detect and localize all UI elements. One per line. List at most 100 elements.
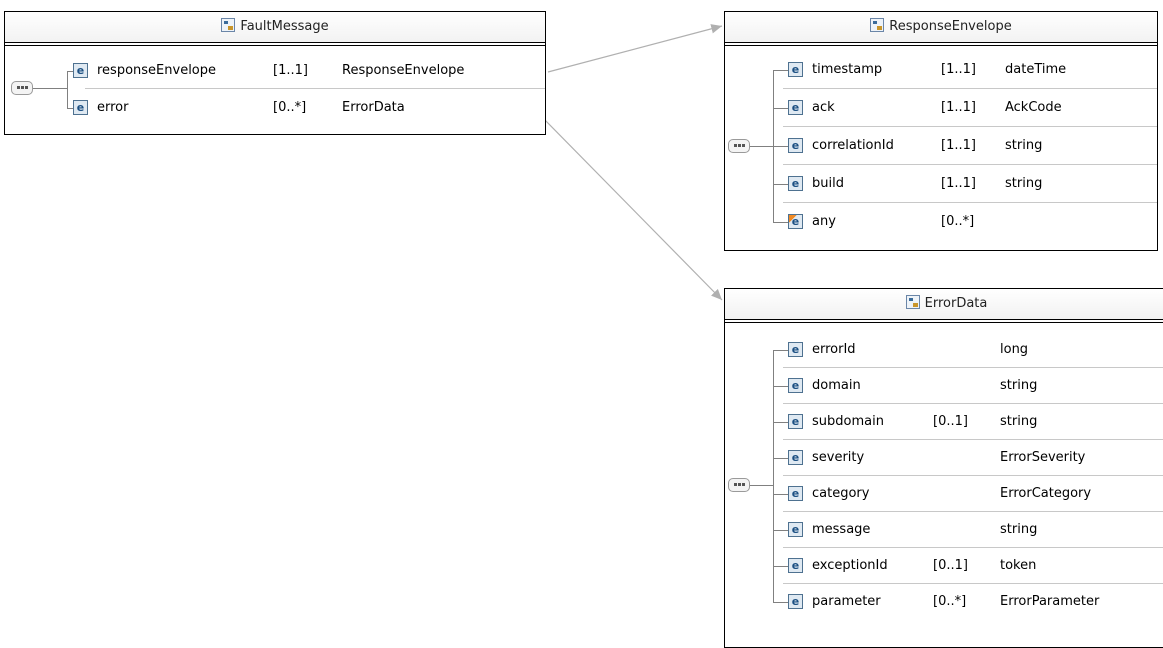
element-cardinality: [0..*]	[941, 214, 975, 229]
element-icon: e	[788, 450, 803, 465]
element-type: ErrorCategory	[1000, 486, 1092, 501]
sequence-connector	[750, 146, 773, 147]
element-type: string	[1005, 138, 1043, 153]
element-icon: e	[73, 63, 88, 78]
element-icon: e	[788, 414, 803, 429]
sequence-compositor-icon	[728, 478, 750, 492]
element-icon: e	[73, 100, 88, 115]
row-separator	[783, 367, 1163, 368]
element-name: parameter	[812, 594, 881, 609]
element-row-subdomain[interactable]: e subdomain [0..1] string	[725, 404, 1163, 440]
tree-trunk	[67, 70, 68, 108]
element-icon: e	[788, 62, 803, 77]
responseenvelope-header: ResponseEnvelope	[725, 12, 1157, 46]
element-type: AckCode	[1005, 100, 1062, 115]
row-separator	[783, 88, 1157, 89]
row-separator	[783, 511, 1163, 512]
element-type: long	[1000, 342, 1029, 357]
element-cardinality: [0..1]	[933, 414, 968, 429]
faultmessage-header: FaultMessage	[5, 12, 545, 46]
sequence-compositor-icon	[11, 81, 33, 95]
complex-type-icon	[221, 18, 236, 32]
element-name: exceptionId	[812, 558, 888, 573]
element-name: ack	[812, 100, 835, 115]
row-separator	[783, 439, 1163, 440]
element-name: domain	[812, 378, 861, 393]
sequence-connector	[750, 485, 773, 486]
tree-branch	[67, 71, 73, 72]
element-type: string	[1000, 378, 1038, 393]
faultmessage-title: FaultMessage	[240, 19, 329, 34]
element-icon: e	[788, 138, 803, 153]
tree-branch	[67, 108, 73, 109]
element-name: responseEnvelope	[97, 63, 217, 78]
element-cardinality: [0..*]	[273, 100, 307, 115]
element-icon: e	[788, 342, 803, 357]
element-row-message[interactable]: e message string	[725, 512, 1163, 548]
element-icon: e	[788, 594, 803, 609]
element-icon: e	[788, 378, 803, 393]
element-name: subdomain	[812, 414, 884, 429]
element-name: error	[97, 100, 129, 115]
element-type: ErrorSeverity	[1000, 450, 1086, 465]
element-cardinality: [1..1]	[941, 176, 976, 191]
element-icon: e	[788, 100, 803, 115]
tree-branch	[773, 70, 788, 71]
element-cardinality: [1..1]	[941, 100, 976, 115]
tree-branch	[773, 494, 788, 495]
tree-branch	[773, 350, 788, 351]
element-icon: e	[788, 486, 803, 501]
tree-branch	[773, 602, 788, 603]
element-type: ErrorParameter	[1000, 594, 1100, 609]
complex-type-icon	[905, 295, 920, 309]
element-icon: e	[788, 522, 803, 537]
tree-trunk	[773, 350, 774, 602]
element-type: token	[1000, 558, 1037, 573]
row-separator	[783, 583, 1163, 584]
element-icon: e	[788, 176, 803, 191]
element-type: ResponseEnvelope	[342, 63, 465, 78]
element-type: string	[1005, 176, 1043, 191]
tree-branch	[773, 146, 788, 147]
complex-type-icon	[870, 18, 885, 32]
element-name: errorId	[812, 342, 856, 357]
element-name: timestamp	[812, 62, 883, 77]
link-error	[541, 116, 723, 301]
element-cardinality: [0..1]	[933, 558, 968, 573]
element-type: string	[1000, 522, 1038, 537]
element-name: message	[812, 522, 871, 537]
row-separator	[783, 126, 1157, 127]
element-row-errorid[interactable]: e errorId long	[725, 332, 1163, 368]
element-row-parameter[interactable]: e parameter [0..*] ErrorParameter	[725, 584, 1163, 620]
tree-branch	[773, 386, 788, 387]
element-cardinality: [1..1]	[941, 62, 976, 77]
element-type: string	[1000, 414, 1038, 429]
sequence-connector	[33, 88, 67, 89]
tree-branch	[773, 458, 788, 459]
any-wildcard-icon: e	[788, 214, 803, 229]
row-separator	[783, 164, 1157, 165]
errordata-header: ErrorData	[725, 289, 1163, 323]
tree-branch	[773, 184, 788, 185]
row-separator	[783, 202, 1157, 203]
element-cardinality: [0..*]	[933, 594, 967, 609]
element-name: build	[812, 176, 844, 191]
tree-branch	[773, 422, 788, 423]
responseenvelope-title: ResponseEnvelope	[889, 19, 1012, 34]
element-type: ErrorData	[342, 100, 405, 115]
